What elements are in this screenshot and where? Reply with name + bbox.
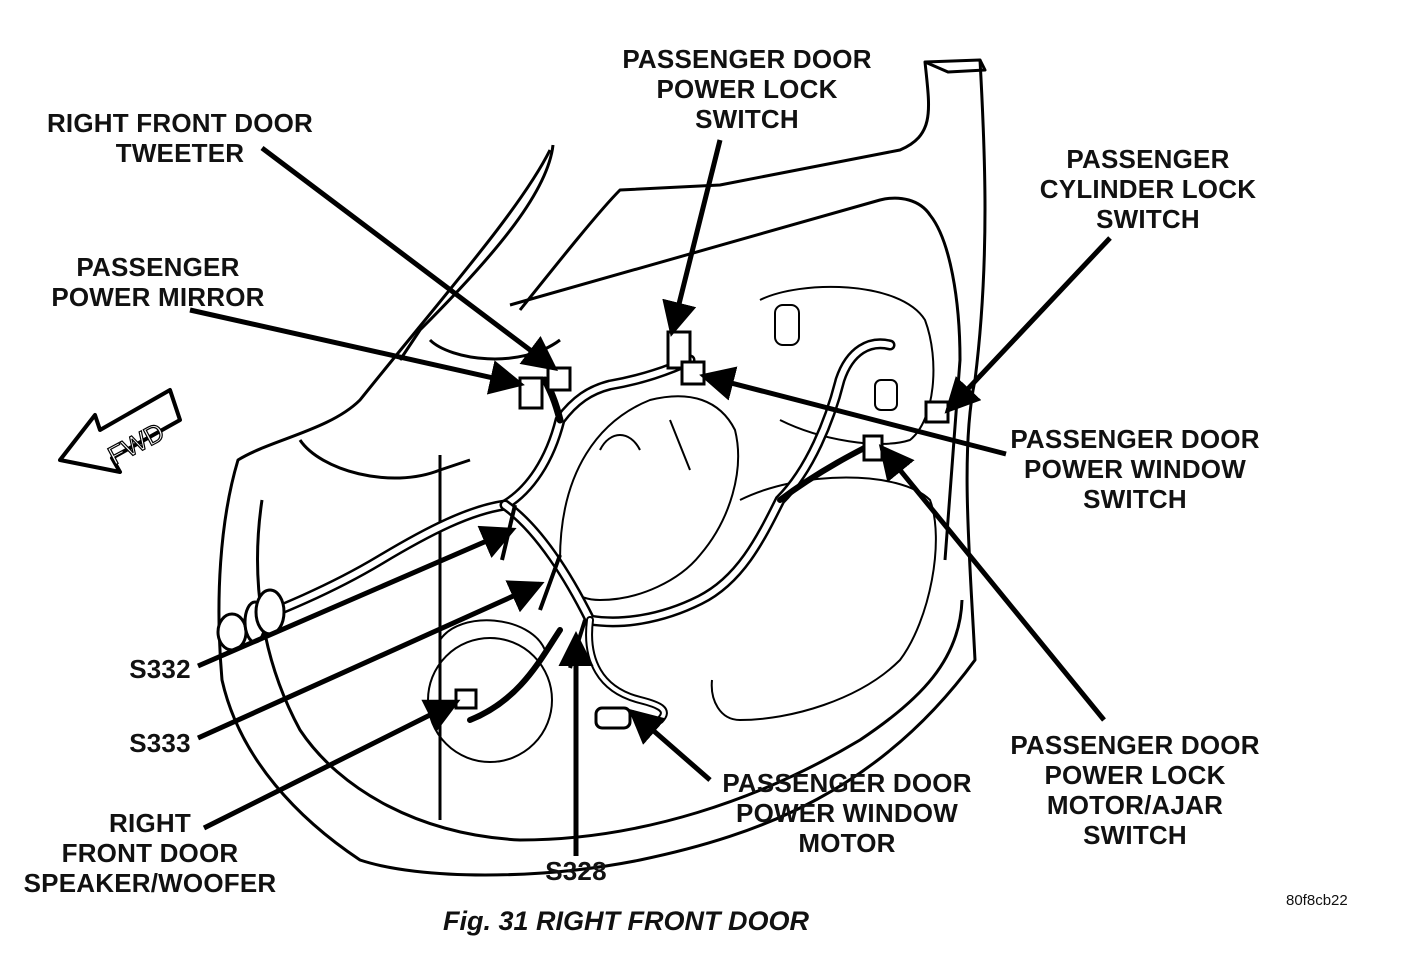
leader-lock-motor — [878, 444, 1106, 722]
label-passenger-door-power-lock-motor-ajar-switch: PASSENGER DOOR POWER LOCK MOTOR/AJAR SWI… — [1010, 730, 1260, 850]
leader-lines — [189, 139, 1112, 856]
harness-grommet — [216, 588, 286, 652]
label-passenger-door-power-lock-switch: PASSENGER DOOR POWER LOCK SWITCH — [622, 44, 872, 134]
label-passenger-door-power-window-switch: PASSENGER DOOR POWER WINDOW SWITCH — [1010, 424, 1260, 514]
figure-caption: Fig. 31 RIGHT FRONT DOOR — [443, 906, 810, 936]
figure-code: 80f8cb22 — [1286, 892, 1348, 909]
leader-cylinder-switch — [944, 236, 1112, 414]
window-motor — [594, 706, 632, 730]
leader-speaker — [202, 699, 461, 831]
label-passenger-door-power-window-motor: PASSENGER DOOR POWER WINDOW MOTOR — [722, 768, 972, 858]
label-s328: S328 — [545, 856, 607, 886]
leader-mirror — [189, 307, 525, 395]
label-s333: S333 — [129, 728, 191, 758]
mirror-connector — [518, 376, 544, 410]
leader-window-motor — [628, 708, 712, 782]
leader-s333 — [196, 580, 545, 741]
lock-motor-connector — [862, 434, 884, 462]
leader-window-switch — [699, 366, 1007, 457]
tweeter-connector — [546, 366, 572, 392]
leader-lock-switch — [662, 139, 723, 337]
label-right-front-door-tweeter: RIGHT FRONT DOOR TWEETER — [46, 108, 314, 168]
label-passenger-cylinder-lock-switch: PASSENGER CYLINDER LOCK SWITCH — [1039, 144, 1257, 234]
label-right-front-door-speaker-woofer: RIGHT FRONT DOOR SPEAKER/WOOFER — [23, 808, 277, 898]
cylinder-lock-switch — [924, 400, 950, 424]
window-switch-connector — [680, 360, 706, 386]
leader-s332 — [197, 525, 517, 669]
splice-ticks — [500, 504, 587, 669]
fwd-arrow-icon: FWD — [58, 388, 182, 474]
speaker-connector — [454, 688, 478, 710]
label-s332: S332 — [129, 654, 191, 684]
label-passenger-power-mirror: PASSENGER POWER MIRROR — [51, 252, 265, 312]
leader-tweeter — [260, 146, 558, 372]
door-outline — [217, 58, 987, 877]
